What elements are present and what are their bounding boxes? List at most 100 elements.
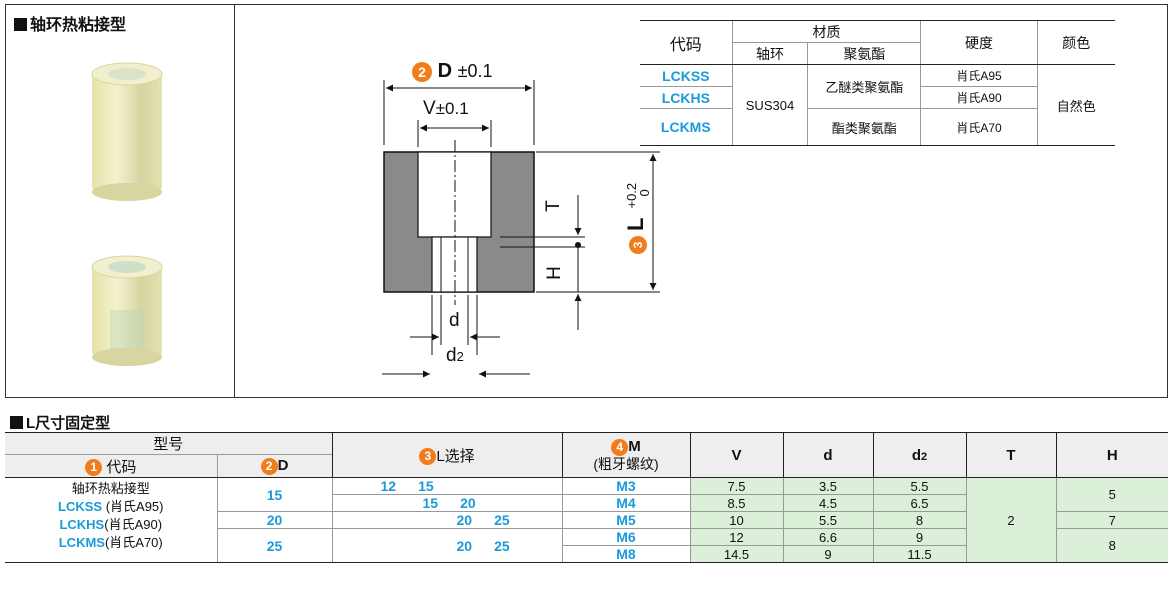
- lt-d2-0: 5.5: [872, 477, 966, 495]
- mat-code-lckhs: LCKHS: [640, 86, 733, 109]
- product-photo: [91, 62, 163, 366]
- lt-dd-1: 4.5: [782, 494, 873, 512]
- lt-code-badge: 1: [85, 459, 103, 477]
- product-panel: [5, 4, 1168, 398]
- lt-l-20a: 20: [460, 495, 476, 511]
- mat-h-collar: 轴环: [731, 42, 808, 65]
- lt-d2-1: 6.5: [872, 494, 966, 512]
- lt-code-lckss: LCKSS: [58, 499, 103, 514]
- lt-d-15: 15: [216, 477, 332, 512]
- lt-l-12: 12: [380, 478, 397, 494]
- lt-m-badge: 4: [611, 438, 629, 456]
- dimension-drawing: [382, 80, 660, 378]
- panel-divider: [234, 4, 235, 398]
- mat-hardness-a90: 肖氏A90: [920, 86, 1038, 109]
- lt-code-cell: 轴环热粘接型 LCKSS (肖氏A95) LCKHS(肖氏A90) LCKMS(…: [5, 477, 217, 563]
- d-small-label: d: [449, 310, 460, 331]
- lt-v-4: 14.5: [689, 545, 783, 563]
- lt-m-m5: M5: [561, 511, 690, 529]
- mat-pu-ester: 酯类聚氨酯: [807, 108, 921, 146]
- l-tol-lower: 0: [637, 189, 653, 197]
- lt-h-h: H: [1055, 432, 1168, 478]
- l-label: L: [623, 217, 648, 231]
- lt-m-m4: M4: [561, 494, 690, 512]
- lt-t-value: 2: [965, 477, 1056, 563]
- lt-h-code-text: 代码: [106, 458, 137, 476]
- lt-code-lckms: LCKMS: [58, 535, 105, 550]
- material-table: 代码 材质 硬度 颜色 轴环 聚氨酯 LCKSS SUS304 乙醚类聚氨酯 肖…: [640, 20, 1115, 146]
- lt-hard-a70: (肖氏A70): [104, 535, 163, 550]
- l-dimension-label: 3 L +0.2 0: [623, 174, 653, 254]
- lt-h-v: V: [689, 432, 783, 478]
- lt-d2-3: 9: [872, 528, 966, 546]
- mat-h-material: 材质: [731, 20, 921, 43]
- lt-m-m3: M3: [561, 477, 690, 495]
- lt-type-name: 轴环热粘接型: [71, 481, 150, 496]
- lt-h-7: 7: [1055, 511, 1168, 529]
- lt-v-0: 7.5: [689, 477, 783, 495]
- mat-h-pu: 聚氨酯: [807, 42, 921, 65]
- mat-collar-value: SUS304: [731, 64, 808, 146]
- lt-d-20: 20: [216, 511, 332, 529]
- mat-code-lckms: LCKMS: [640, 108, 733, 146]
- lt-dd-0: 3.5: [782, 477, 873, 495]
- lt-h-5: 5: [1055, 477, 1168, 512]
- lt-dd-4: 9: [782, 545, 873, 563]
- d-dimension-label: 2 D ±0.1: [412, 60, 492, 83]
- lt-l-20b: 20: [456, 512, 473, 528]
- lt-code-lckhs: LCKHS: [59, 517, 105, 532]
- d-label: D: [437, 60, 453, 82]
- mat-h-code: 代码: [640, 20, 733, 65]
- lt-d-badge: 2: [260, 457, 278, 475]
- lt-h-d2-letter: d: [911, 446, 922, 464]
- lt-l-20c: 20: [456, 537, 473, 554]
- lt-l-15a: 15: [418, 478, 434, 494]
- lt-l-25b: 25: [494, 537, 510, 554]
- lt-h-t: T: [965, 432, 1056, 478]
- lt-h-8: 8: [1055, 528, 1168, 563]
- lt-hard-a90: (肖氏A90): [104, 517, 163, 532]
- d-num-badge: 2: [412, 61, 432, 82]
- d2-label: d2: [446, 345, 464, 367]
- lt-hard-a95: (肖氏A95): [105, 499, 164, 514]
- l-num-badge: 3: [629, 236, 648, 254]
- h-label: H: [543, 266, 565, 280]
- lt-h-d2-sub: 2: [921, 450, 928, 463]
- v-tolerance: ±0.1: [435, 99, 469, 118]
- mat-hardness-a95: 肖氏A95: [920, 64, 1038, 87]
- shaft-section-title: 轴环热粘接型: [14, 11, 126, 35]
- lt-l-badge: 3: [419, 448, 437, 466]
- mat-color-value: 自然色: [1036, 64, 1115, 146]
- lt-l-25a: 25: [494, 512, 510, 528]
- lt-dd-2: 5.5: [782, 511, 873, 529]
- lt-v-2: 10: [689, 511, 783, 529]
- lt-d2-2: 8: [872, 511, 966, 529]
- v-label: V: [423, 98, 436, 119]
- t-label: T: [542, 200, 564, 212]
- lt-h-m-sub: (粗牙螺纹): [593, 455, 659, 472]
- lt-h-model: 型号: [5, 432, 332, 455]
- lt-dd-3: 6.6: [782, 528, 873, 546]
- l-section-title: L尺寸固定型: [10, 412, 110, 433]
- lt-h-dd-letter: D: [277, 457, 289, 475]
- mat-pu-ether: 乙醚类聚氨酯: [807, 64, 921, 109]
- lt-m-m6: M6: [561, 528, 690, 546]
- mat-hardness-a70: 肖氏A70: [920, 108, 1038, 146]
- lt-h-m-letter: M: [628, 438, 641, 456]
- d-tolerance: ±0.1: [457, 61, 493, 81]
- d2-subscript: 2: [456, 349, 464, 364]
- lt-h-d: d: [782, 432, 873, 478]
- mat-h-hardness: 硬度: [920, 20, 1038, 65]
- lt-h-d2: d2: [872, 432, 966, 478]
- d2-letter: d: [446, 345, 457, 366]
- lt-l-15b: 15: [422, 495, 439, 511]
- v-dimension-label: V±0.1: [423, 98, 469, 120]
- lt-m-m8: M8: [561, 545, 690, 563]
- lt-h-code: 1 代码: [5, 454, 217, 478]
